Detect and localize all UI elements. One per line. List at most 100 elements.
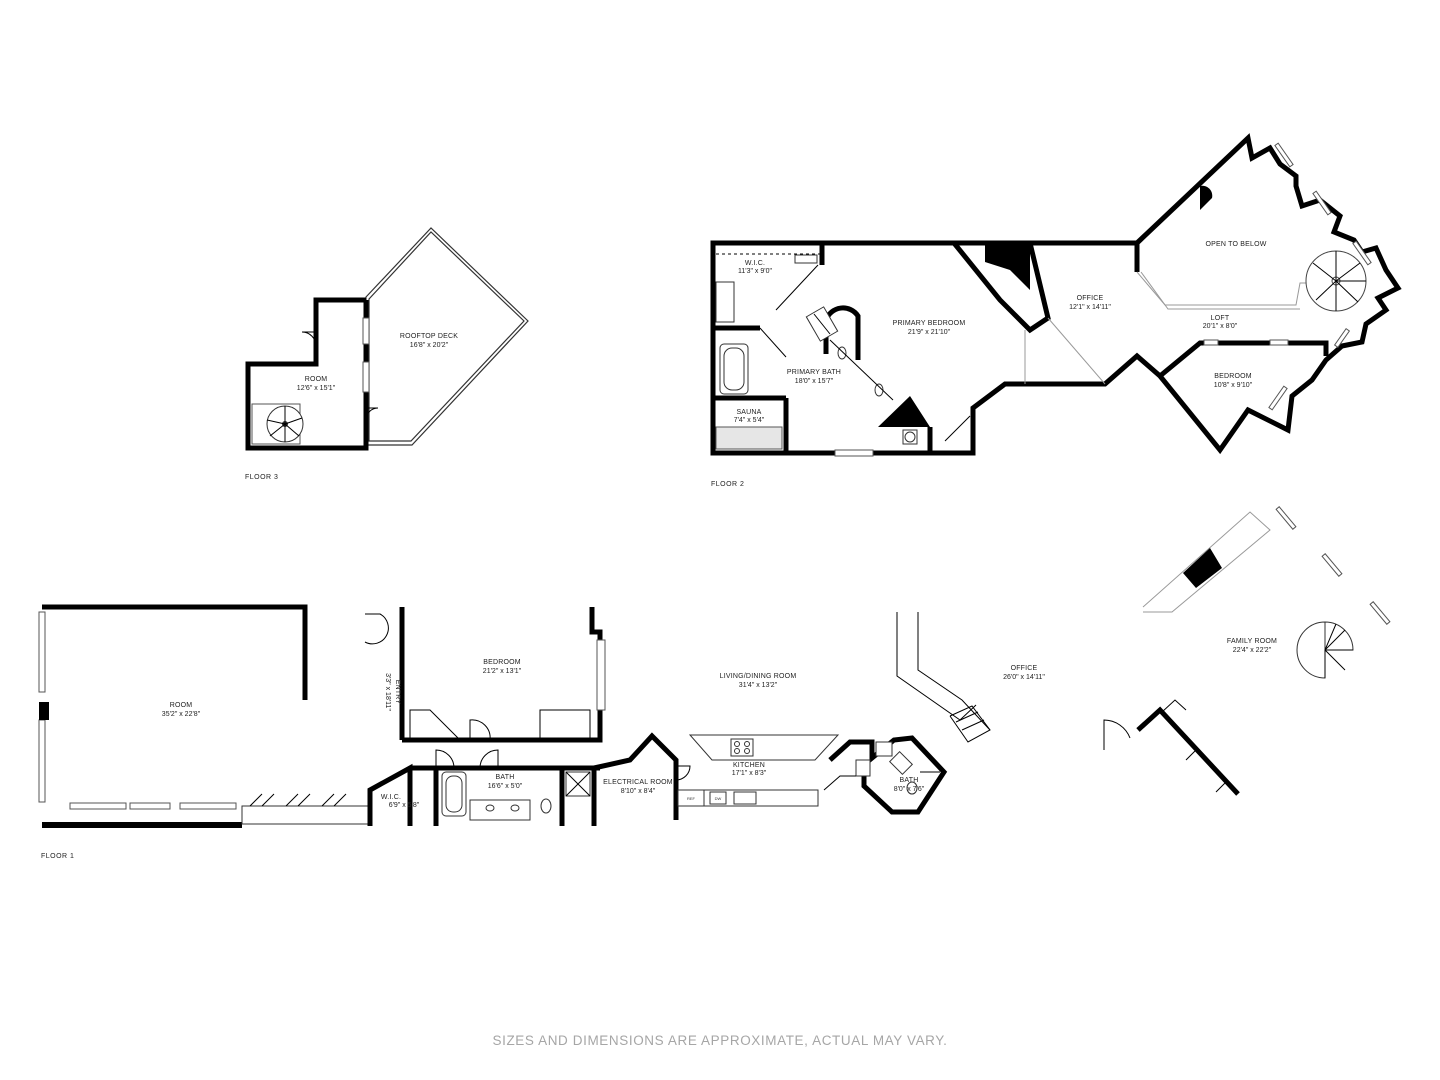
wic-shelf	[794, 254, 818, 264]
room-label: BEDROOM	[1214, 373, 1252, 380]
room-dimensions: 21'2" x 13'1"	[483, 668, 522, 675]
room-label: BEDROOM	[483, 659, 521, 666]
burner	[734, 741, 740, 747]
door-swing	[365, 407, 379, 421]
toilet-icon	[855, 759, 871, 777]
burner	[734, 748, 740, 754]
room-dimensions: 26'0" x 14'11"	[1003, 674, 1045, 681]
room-label: ENTRY	[394, 680, 401, 705]
burner	[744, 741, 750, 747]
electrical-room-walls	[593, 732, 679, 820]
floor-3-plan: ROOM 12'6" x 15'1" ROOFTOP DECK 16'8" x …	[245, 227, 529, 481]
opening-line	[1047, 317, 1106, 385]
room-label: FAMILY ROOM	[1227, 638, 1277, 645]
room-dimensions: 21'9" x 21'10"	[908, 329, 951, 336]
vanity	[469, 799, 531, 821]
closet-doors	[1161, 699, 1237, 795]
fireplace-block	[1183, 548, 1222, 588]
office-partition	[896, 612, 977, 721]
room-label: OFFICE	[1011, 665, 1038, 672]
wall-band	[42, 822, 242, 828]
window	[362, 317, 370, 345]
closet-walls	[1136, 706, 1240, 796]
loft-railing	[1136, 271, 1320, 306]
room-dimensions: 6'9" x 5'8"	[389, 802, 420, 809]
stairs	[949, 705, 991, 743]
window	[1352, 240, 1372, 266]
toilet-icon	[540, 798, 552, 814]
room-dimensions: 17'1" x 8'3"	[732, 770, 767, 777]
floor-1-plan: REF DW	[38, 506, 1391, 860]
room-label: ROOM	[305, 376, 328, 383]
window	[1268, 385, 1288, 411]
column	[1200, 185, 1213, 210]
office-partition	[917, 612, 991, 731]
window	[38, 719, 46, 803]
sink-icon	[485, 804, 495, 812]
loft-railing	[1140, 271, 1300, 310]
room-label: SAUNA	[736, 409, 761, 416]
window	[596, 639, 606, 711]
closet-outline	[241, 805, 373, 825]
spiral-stair-icon	[1296, 621, 1354, 679]
room-label: BATH	[900, 777, 919, 784]
room-dimensions: 12'1" x 14'11"	[1069, 304, 1111, 311]
room-dimensions: 11'3" x 9'0"	[738, 268, 772, 275]
room-label: OPEN TO BELOW	[1205, 241, 1266, 248]
bedroom-walls	[402, 607, 603, 743]
window	[1369, 601, 1391, 625]
bath-row-walls	[367, 763, 413, 826]
room-label: ROOFTOP DECK	[400, 333, 458, 340]
door-line	[944, 415, 971, 442]
spiral-stair-icon	[1305, 250, 1367, 312]
toilet-icon	[904, 431, 916, 443]
window	[1312, 190, 1332, 216]
floor-2-outer-walls	[710, 133, 1402, 456]
shower-icon	[565, 771, 591, 797]
partition-wall	[952, 241, 1051, 334]
floor-2-label: FLOOR 2	[711, 481, 744, 488]
window	[1203, 339, 1219, 346]
window	[38, 611, 46, 693]
floor-1-outer-walls	[42, 604, 308, 700]
sink-icon	[733, 791, 757, 805]
room-dimensions: 8'0" x 7'6"	[894, 786, 925, 793]
kitchen-island	[688, 734, 840, 761]
floor-3-room-walls	[245, 297, 369, 451]
dishwasher-label: DW	[715, 796, 722, 801]
window	[362, 361, 370, 393]
room-dimensions: 20'1" x 8'0"	[1203, 323, 1238, 330]
room-label: ELECTRICAL ROOM	[603, 779, 673, 786]
burner	[744, 748, 750, 754]
fireplace-block	[985, 243, 1030, 290]
door-swing	[469, 719, 491, 741]
closet-doors	[249, 793, 347, 807]
window	[69, 802, 127, 810]
closet-doors	[409, 709, 591, 741]
door-swing	[435, 749, 455, 769]
rooftop-deck-inner-outline	[368, 231, 525, 442]
window	[834, 449, 874, 457]
wic-cabinet	[715, 281, 735, 323]
column	[39, 702, 49, 720]
shower-icon	[813, 313, 831, 335]
room-dimensions: 7'4" x 5'4"	[734, 417, 765, 424]
window	[1333, 327, 1351, 349]
toilet-icon	[906, 781, 918, 795]
room-dimensions: 12'6" x 15'1"	[297, 385, 336, 392]
sink-icon	[875, 741, 893, 757]
door-swing	[301, 331, 317, 347]
floor-1-label: FLOOR 1	[41, 853, 74, 860]
refrigerator-icon	[677, 789, 705, 807]
window	[1275, 506, 1297, 530]
room-label: LIVING/DINING ROOM	[720, 673, 797, 680]
door-swing	[364, 613, 389, 645]
wic-door	[775, 264, 819, 311]
sauna-bench	[715, 426, 783, 450]
room-dimensions: 16'8" x 20'2"	[410, 342, 449, 349]
room-dimensions: 3'3" x 18'11"	[384, 673, 391, 711]
cooktop-icon	[730, 738, 754, 757]
room-label: LOFT	[1211, 315, 1230, 322]
room-label: W.I.C.	[381, 794, 401, 801]
room-dimensions: 18'0" x 15'7"	[795, 378, 834, 385]
